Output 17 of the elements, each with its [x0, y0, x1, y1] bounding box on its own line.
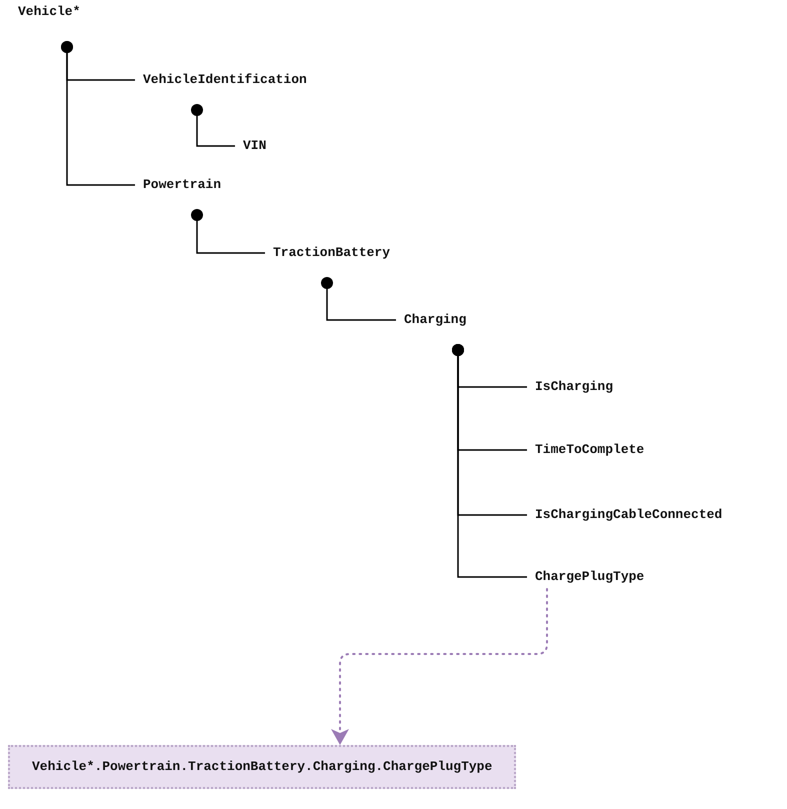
tree-node-label: ChargePlugType: [527, 567, 644, 587]
tree-node-label: VIN: [235, 136, 266, 156]
tree-node-label: TractionBattery: [265, 243, 390, 263]
tree-node-label: IsChargingCableConnected: [527, 505, 722, 525]
tree-connector: [191, 104, 235, 147]
tree-connector: [452, 344, 527, 578]
path-box: Vehicle*.Powertrain.TractionBattery.Charging.ChargePlugType: [8, 745, 516, 789]
dotted-arrow: [331, 588, 548, 746]
tree-connector: [321, 277, 396, 321]
tree-node-label: Charging: [396, 310, 466, 330]
tree-connector: [61, 41, 135, 186]
tree-node-label: VehicleIdentification: [135, 70, 307, 90]
tree-connector: [191, 209, 265, 254]
tree-node-label: Vehicle*: [10, 2, 80, 22]
tree-node-label: Powertrain: [135, 175, 222, 195]
tree-node-label: TimeToComplete: [527, 440, 644, 460]
tree-node-label: IsCharging: [527, 377, 614, 397]
